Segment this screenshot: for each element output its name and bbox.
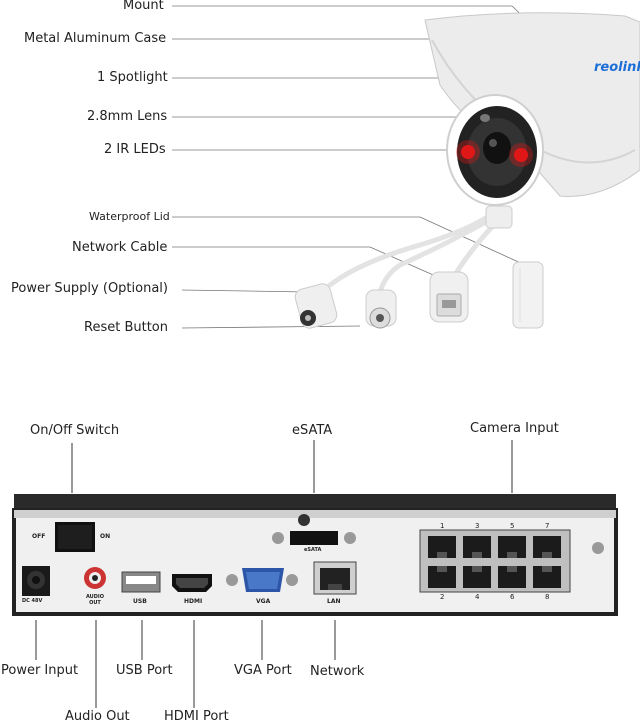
hdmi-port bbox=[172, 574, 212, 592]
panel-hdmi: HDMI bbox=[184, 598, 203, 605]
power-connector bbox=[294, 283, 338, 329]
power-switch bbox=[55, 522, 95, 552]
panel-lan: LAN bbox=[327, 598, 341, 605]
label-audio-out: Audio Out bbox=[65, 709, 130, 724]
camera-body bbox=[424, 12, 640, 206]
label-hdmi: HDMI Port bbox=[164, 709, 229, 724]
panel-dc: DC 48V bbox=[22, 598, 43, 604]
panel-audio: AUDIO OUT bbox=[85, 594, 105, 606]
port-number: 5 bbox=[510, 522, 515, 530]
port-number: 1 bbox=[440, 522, 445, 530]
dc-jack bbox=[22, 566, 50, 596]
port-number: 6 bbox=[510, 593, 515, 601]
label-spotlight: 1 Spotlight bbox=[97, 70, 168, 85]
panel-vga: VGA bbox=[256, 598, 271, 605]
port-number: 3 bbox=[475, 522, 480, 530]
label-switch: On/Off Switch bbox=[30, 423, 120, 438]
label-vga: VGA Port bbox=[234, 663, 292, 678]
usb-port bbox=[121, 571, 161, 593]
panel-usb: USB bbox=[133, 598, 147, 605]
label-lid: Waterproof Lid bbox=[89, 210, 170, 223]
label-case: Metal Aluminum Case bbox=[24, 31, 167, 46]
ground-screw bbox=[592, 542, 604, 554]
poe-port-block bbox=[419, 529, 571, 593]
rj45-port bbox=[428, 536, 456, 558]
camera-cables bbox=[327, 209, 503, 295]
rj45-port bbox=[463, 566, 491, 588]
vga-port bbox=[226, 568, 298, 592]
label-esata: eSATA bbox=[292, 423, 333, 438]
reset-connector bbox=[365, 289, 397, 329]
panel-off: OFF bbox=[32, 533, 46, 540]
rj45-port bbox=[533, 566, 561, 588]
label-reset: Reset Button bbox=[84, 320, 168, 335]
esata-port bbox=[272, 514, 356, 545]
rj45-port bbox=[463, 536, 491, 558]
rj45-port bbox=[428, 566, 456, 588]
brand-logo: reolink bbox=[594, 60, 640, 75]
network-connector bbox=[429, 271, 469, 323]
audio-jack bbox=[84, 567, 106, 589]
label-power-input: Power Input bbox=[1, 663, 79, 678]
label-cable: Network Cable bbox=[72, 240, 168, 255]
rj45-port bbox=[498, 566, 526, 588]
label-camera-input: Camera Input bbox=[470, 421, 559, 436]
label-power: Power Supply (Optional) bbox=[11, 281, 168, 296]
rj45-port bbox=[498, 536, 526, 558]
port-number: 4 bbox=[475, 593, 480, 601]
lan-port bbox=[313, 561, 357, 595]
lid-connector bbox=[485, 205, 544, 329]
port-number: 7 bbox=[545, 522, 550, 530]
port-number: 2 bbox=[440, 593, 445, 601]
panel-on: ON bbox=[100, 533, 111, 540]
label-usb: USB Port bbox=[116, 663, 173, 678]
label-ir: 2 IR LEDs bbox=[104, 142, 166, 157]
rj45-port bbox=[533, 536, 561, 558]
port-number: 8 bbox=[545, 593, 550, 601]
label-network: Network bbox=[310, 664, 365, 679]
label-lens: 2.8mm Lens bbox=[87, 109, 168, 124]
nvr-leader-lines bbox=[35, 440, 513, 708]
panel-esata: eSATA bbox=[304, 547, 322, 553]
label-mount: Mount bbox=[123, 0, 164, 13]
